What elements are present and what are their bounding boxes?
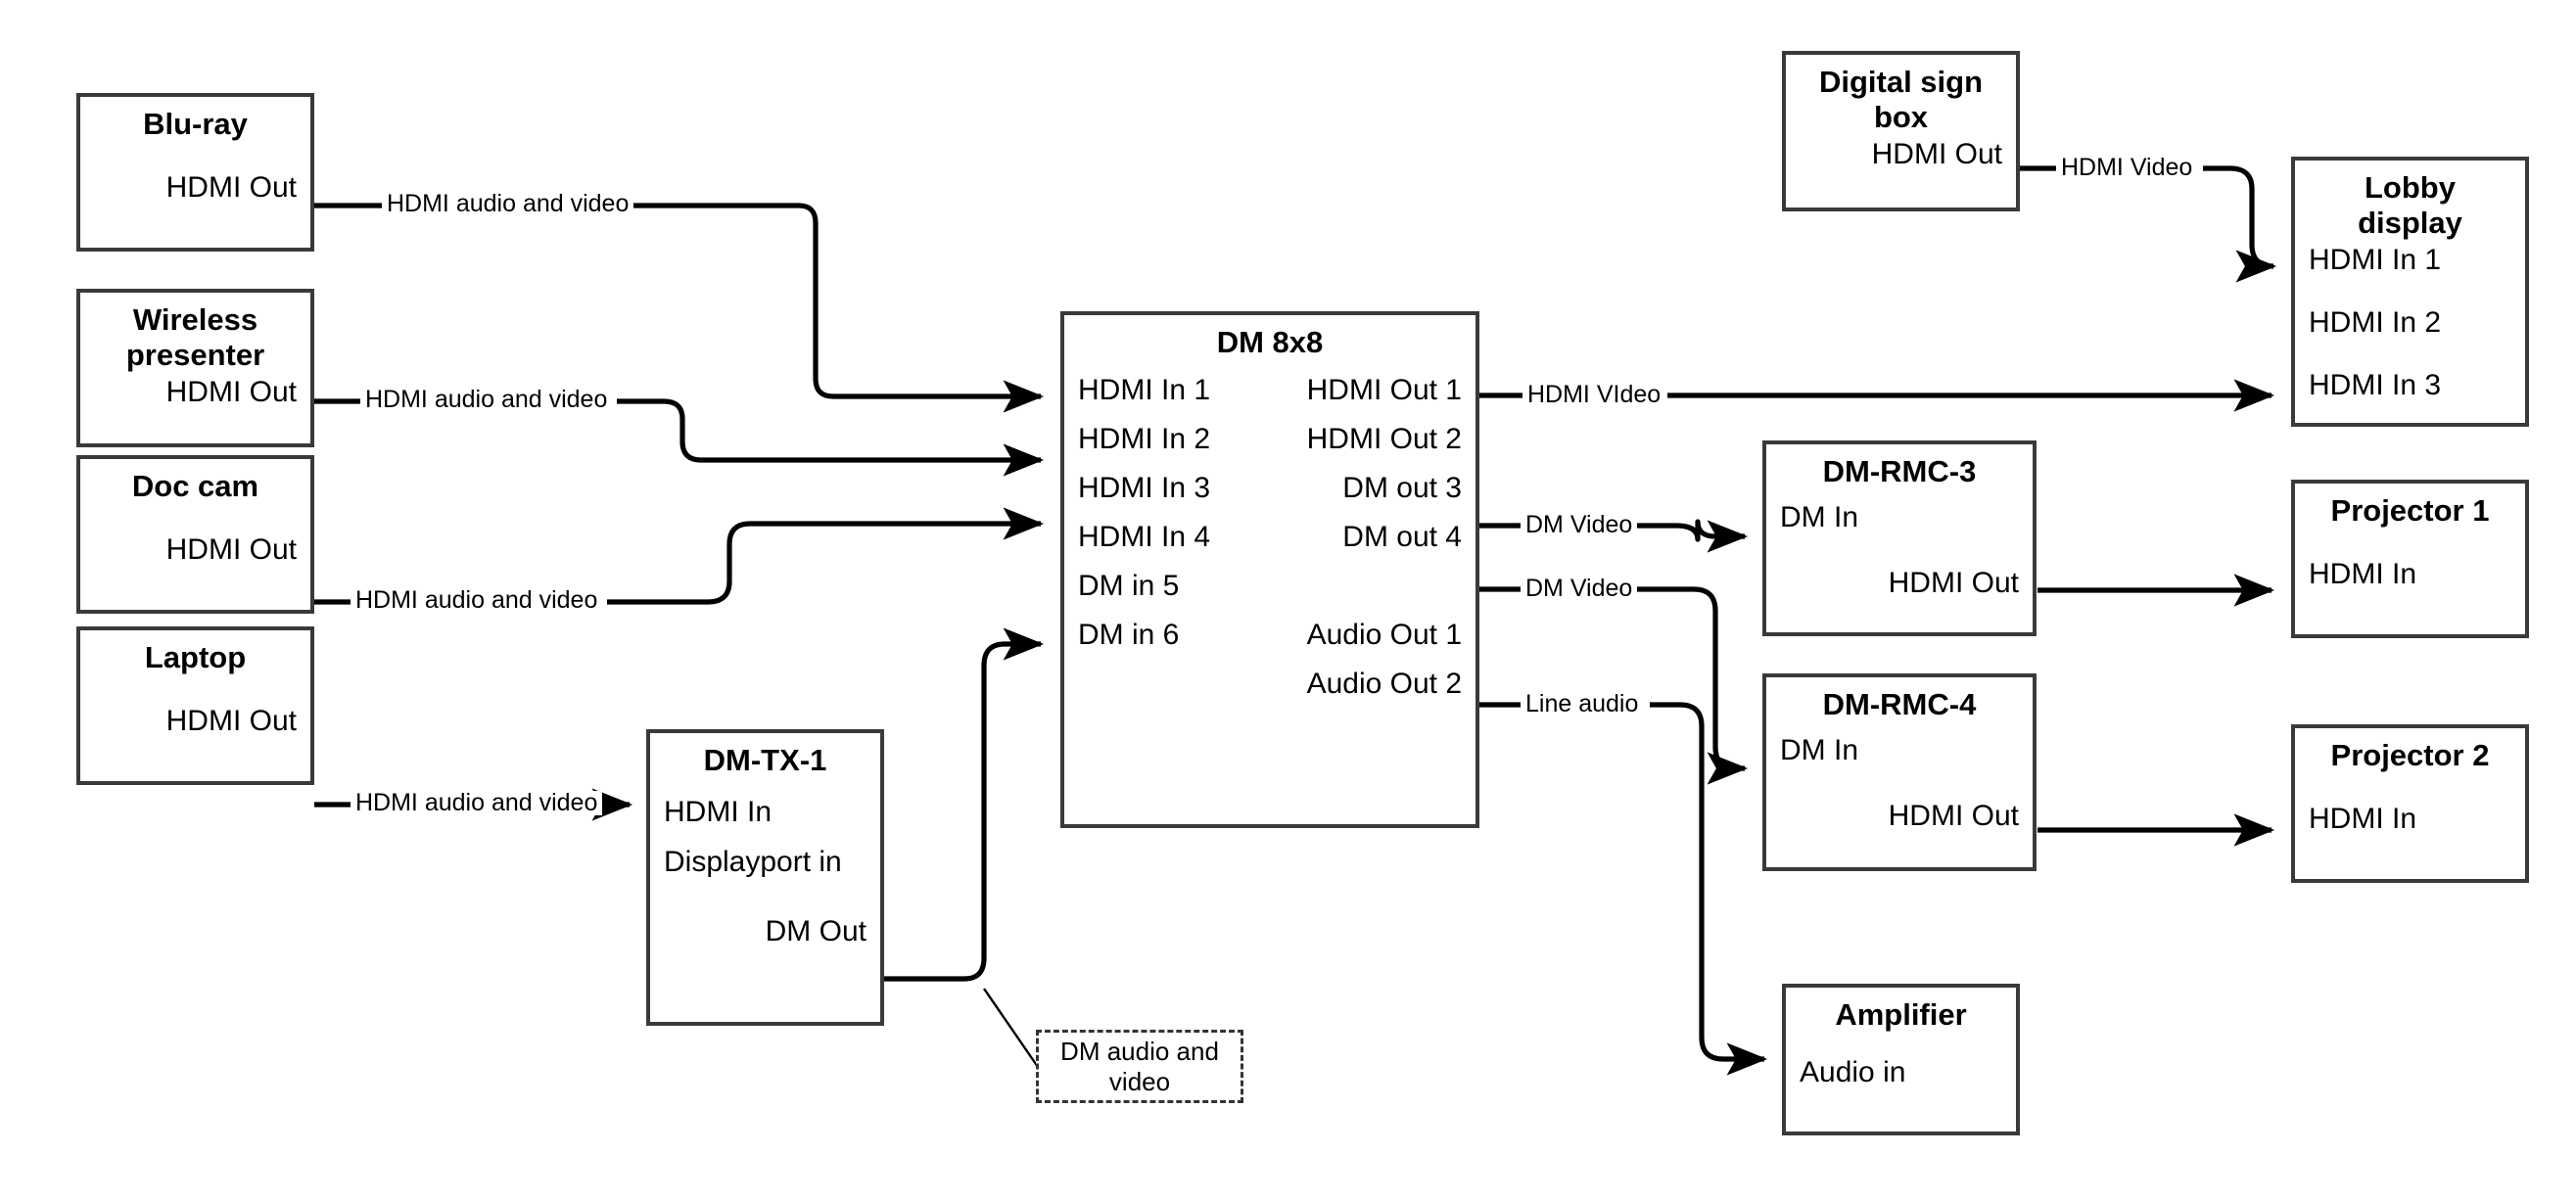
wire-doccam-to-dm (607, 507, 1045, 605)
wire-digsign-to-lobby (2203, 165, 2277, 283)
note-text: DM audio and video (1060, 1036, 1219, 1096)
port-hdmi-in: HDMI In (2309, 557, 2417, 590)
port-audio-out-1: Audio Out 1 (1306, 618, 1462, 651)
wire-label-digsign: HDMI Video (2056, 156, 2198, 180)
node-laptop[interactable]: Laptop HDMI Out (76, 626, 314, 785)
node-title: DM-TX-1 (703, 743, 827, 777)
port-displayport-in: Displayport in (664, 845, 842, 878)
node-title: Wireless presenter (125, 302, 265, 372)
port-hdmi-out-1: HDMI Out 1 (1306, 373, 1462, 406)
note-leader-line (983, 988, 1039, 1068)
node-title: Projector 1 (2330, 493, 2490, 528)
wire-label-laptop: HDMI audio and video (351, 791, 603, 815)
port-dm-out-4: DM out 4 (1342, 520, 1462, 553)
node-lobby-display[interactable]: Lobby display HDMI In 1 HDMI In 2 HDMI I… (2291, 157, 2529, 427)
port-audio-in: Audio in (1800, 1055, 1906, 1088)
node-title: Projector 2 (2330, 738, 2490, 772)
port-hdmi-in-4: HDMI In 4 (1078, 520, 1211, 553)
wire-dmtx1-to-dm (884, 627, 1045, 982)
port-hdmi-in-3: HDMI In 3 (1078, 471, 1211, 504)
node-title: Laptop (144, 640, 247, 674)
port-dm-in: DM In (1780, 733, 1859, 766)
node-title: DM-RMC-4 (1822, 687, 1977, 721)
wire-dmout3-to-rmc3 (1637, 519, 1749, 553)
wire-label-dmout4: DM Video (1521, 577, 1638, 601)
port-hdmi-in-2: HDMI In 2 (2309, 306, 2442, 340)
port-hdmi-out: HDMI Out (165, 532, 297, 566)
port-hdmi-in-1: HDMI In 1 (2309, 244, 2442, 277)
port-dm-in-5: DM in 5 (1078, 569, 1180, 602)
port-spacer (1270, 570, 1462, 602)
node-wireless-presenter[interactable]: Wireless presenter HDMI Out (76, 289, 314, 447)
wire-label-hdmiout1: HDMI VIdeo (1522, 383, 1666, 407)
node-title: Amplifier (1835, 997, 1967, 1032)
port-hdmi-in: HDMI In (2309, 802, 2417, 835)
node-dm-rmc-4[interactable]: DM-RMC-4 DM In HDMI Out (1762, 673, 2037, 871)
port-dm-out-3: DM out 3 (1342, 471, 1462, 504)
node-dm-rmc-3[interactable]: DM-RMC-3 DM In HDMI Out (1762, 440, 2037, 636)
node-dm-8x8[interactable]: DM 8x8 HDMI In 1 HDMI In 2 HDMI In 3 HDM… (1060, 311, 1479, 828)
port-audio-out-2: Audio Out 2 (1306, 667, 1462, 700)
port-dm-in-6: DM in 6 (1078, 618, 1180, 651)
wire-dmout4-to-rmc4 (1637, 586, 1749, 785)
note-dm-audio-and-video: DM audio and video (1036, 1030, 1243, 1103)
node-blu-ray[interactable]: Blu-ray HDMI Out (76, 93, 314, 252)
wire-label-wireless: HDMI audio and video (360, 388, 613, 412)
wire-label-doccam: HDMI audio and video (351, 588, 603, 613)
port-hdmi-out-2: HDMI Out 2 (1306, 422, 1462, 455)
port-hdmi-in: HDMI In (664, 795, 773, 828)
node-title: Digital sign box (1818, 65, 1984, 134)
node-title: Blu-ray (143, 107, 248, 141)
node-doc-cam[interactable]: Doc cam HDMI Out (76, 455, 314, 614)
wire-label-bluray: HDMI audio and video (382, 192, 634, 216)
wire-label-audioout1: Line audio (1521, 692, 1644, 716)
port-hdmi-out: HDMI Out (165, 376, 297, 409)
port-hdmi-out: HDMI Out (165, 170, 297, 204)
wire-label-dmout3: DM Video (1521, 513, 1638, 537)
node-amplifier[interactable]: Amplifier Audio in (1782, 984, 2020, 1135)
port-hdmi-out: HDMI Out (1871, 138, 2002, 171)
node-title: Lobby display (2358, 170, 2462, 240)
node-title: DM-RMC-3 (1822, 454, 1977, 488)
node-title: DM 8x8 (1216, 325, 1324, 359)
node-digital-sign-box[interactable]: Digital sign box HDMI Out (1782, 51, 2020, 211)
port-hdmi-in-3: HDMI In 3 (2309, 369, 2442, 402)
node-dm-tx-1[interactable]: DM-TX-1 HDMI In Displayport in DM Out (646, 729, 884, 1026)
node-title: Doc cam (131, 469, 259, 503)
port-hdmi-out: HDMI Out (165, 704, 297, 737)
wire-bluray-to-dm (607, 203, 1045, 413)
wire-wireless-to-dm (617, 398, 1045, 477)
port-dm-in: DM In (1780, 500, 1859, 533)
node-projector-1[interactable]: Projector 1 HDMI In (2291, 480, 2529, 638)
wire-audioout1-to-amp (1650, 702, 1768, 1076)
port-hdmi-out: HDMI Out (1888, 566, 2019, 599)
port-hdmi-in-2: HDMI In 2 (1078, 422, 1211, 455)
port-hdmi-out: HDMI Out (1888, 799, 2019, 832)
port-hdmi-in-1: HDMI In 1 (1078, 373, 1211, 406)
port-dm-out: DM Out (765, 914, 866, 947)
node-projector-2[interactable]: Projector 2 HDMI In (2291, 724, 2529, 883)
